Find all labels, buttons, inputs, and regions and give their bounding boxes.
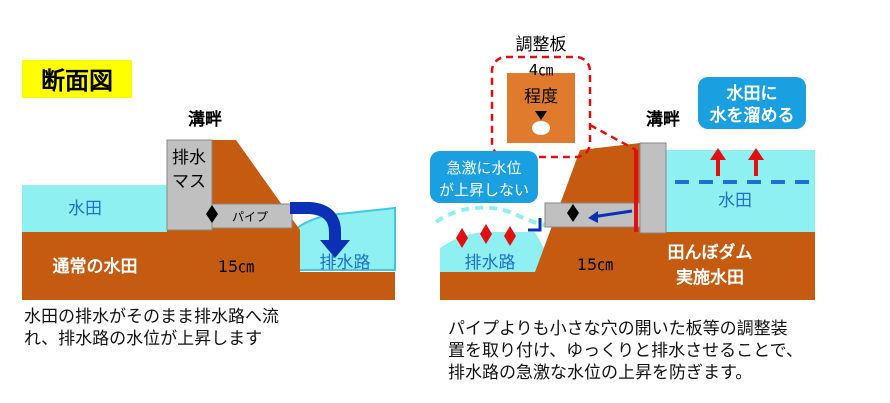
right-caption-line-1: パイプよりも小さな穴の開いた板等の調整装 bbox=[448, 319, 788, 339]
left-paddy-water bbox=[22, 185, 172, 232]
callout-level-stable bbox=[430, 151, 538, 203]
left-caption: 水田の排水がそのまま排水路へ流 れ、排水路の水位が上昇します bbox=[24, 306, 279, 350]
right-diamond-marker bbox=[567, 204, 579, 222]
title-badge-text: 断面図 bbox=[41, 67, 113, 95]
callout-store-water-text-1: 水田に bbox=[727, 83, 778, 104]
callout-store-water-text-2: 水を溜める bbox=[710, 105, 795, 126]
right-drain-box bbox=[639, 142, 667, 234]
right-level-markers bbox=[456, 224, 516, 248]
right-dashed-water-line bbox=[434, 205, 546, 227]
right-diagram: 調整板 4㎝ 程度 溝畔 水田に 水を溜める 急激に水位 が上昇しない 水田 排… bbox=[430, 35, 815, 300]
right-paddy-water-label: 水田 bbox=[718, 191, 752, 211]
left-depth-label: 15㎝ bbox=[218, 257, 254, 276]
right-depth-label: 15㎝ bbox=[577, 255, 613, 274]
right-pipe-flow-arrow bbox=[591, 209, 633, 219]
left-ditch-bank-label: 溝畔 bbox=[188, 109, 222, 130]
right-pipe-flow-arrow-head bbox=[588, 211, 598, 223]
left-drain-box bbox=[166, 139, 213, 231]
right-drain-channel-water bbox=[440, 232, 545, 272]
right-caption-line-3: 排水路の急激な水位の上昇を防ぎます。 bbox=[448, 363, 753, 383]
right-caption-line-2: 置を取り付け、ゆっくりと排水させることで、 bbox=[448, 341, 803, 361]
left-drain-box-label-1: 排水 bbox=[172, 148, 206, 168]
plate-zoom-connector bbox=[589, 123, 637, 152]
right-paddy-water bbox=[665, 150, 815, 235]
plate-title-label: 調整板 bbox=[516, 35, 567, 55]
left-diamond-marker bbox=[206, 205, 218, 223]
plate-hole-size-label-2: 程度 bbox=[524, 87, 558, 107]
left-drain-channel-label: 排水路 bbox=[320, 253, 371, 273]
left-normal-paddy-label: 通常の水田 bbox=[53, 256, 138, 277]
left-outflow-arrow-head bbox=[320, 240, 350, 258]
right-drain-channel-label: 排水路 bbox=[465, 253, 516, 273]
title-badge bbox=[22, 60, 132, 98]
right-dam-label-1: 田んぼダム bbox=[668, 242, 753, 263]
callout-level-stable-text-2: が上昇しない bbox=[439, 181, 529, 199]
right-outflow-small-arrow bbox=[528, 218, 542, 232]
plate-hole bbox=[532, 121, 550, 135]
left-caption-line-2: れ、排水路の水位が上昇します bbox=[24, 329, 263, 349]
right-ditch-bank-label: 溝畔 bbox=[646, 109, 680, 130]
right-rise-arrows bbox=[710, 148, 764, 176]
left-outflow-arrow-body bbox=[290, 202, 341, 242]
plate-hole-size-label-1: 4㎝ bbox=[529, 61, 554, 79]
left-paddy-water-label: 水田 bbox=[68, 199, 102, 219]
right-dam-label-2: 実施水田 bbox=[676, 267, 744, 288]
right-caption: パイプよりも小さな穴の開いた板等の調整装 置を取り付け、ゆっくりと排水させること… bbox=[448, 318, 803, 384]
left-drain-box-label-2: マス bbox=[172, 172, 206, 192]
left-pipe-label: パイプ bbox=[232, 210, 268, 224]
callout-store-water bbox=[698, 77, 806, 129]
plate-hole-pointer-icon bbox=[535, 111, 547, 120]
left-caption-line-1: 水田の排水がそのまま排水路へ流 bbox=[24, 307, 279, 327]
plate-zoom-callout bbox=[490, 55, 592, 159]
left-diagram: 断面図 溝畔 排水 マス 水田 パイプ 排水路 通常の水田 15㎝ bbox=[22, 60, 396, 300]
left-pipe bbox=[211, 203, 293, 229]
callout-level-stable-text-1: 急激に水位 bbox=[446, 159, 521, 177]
